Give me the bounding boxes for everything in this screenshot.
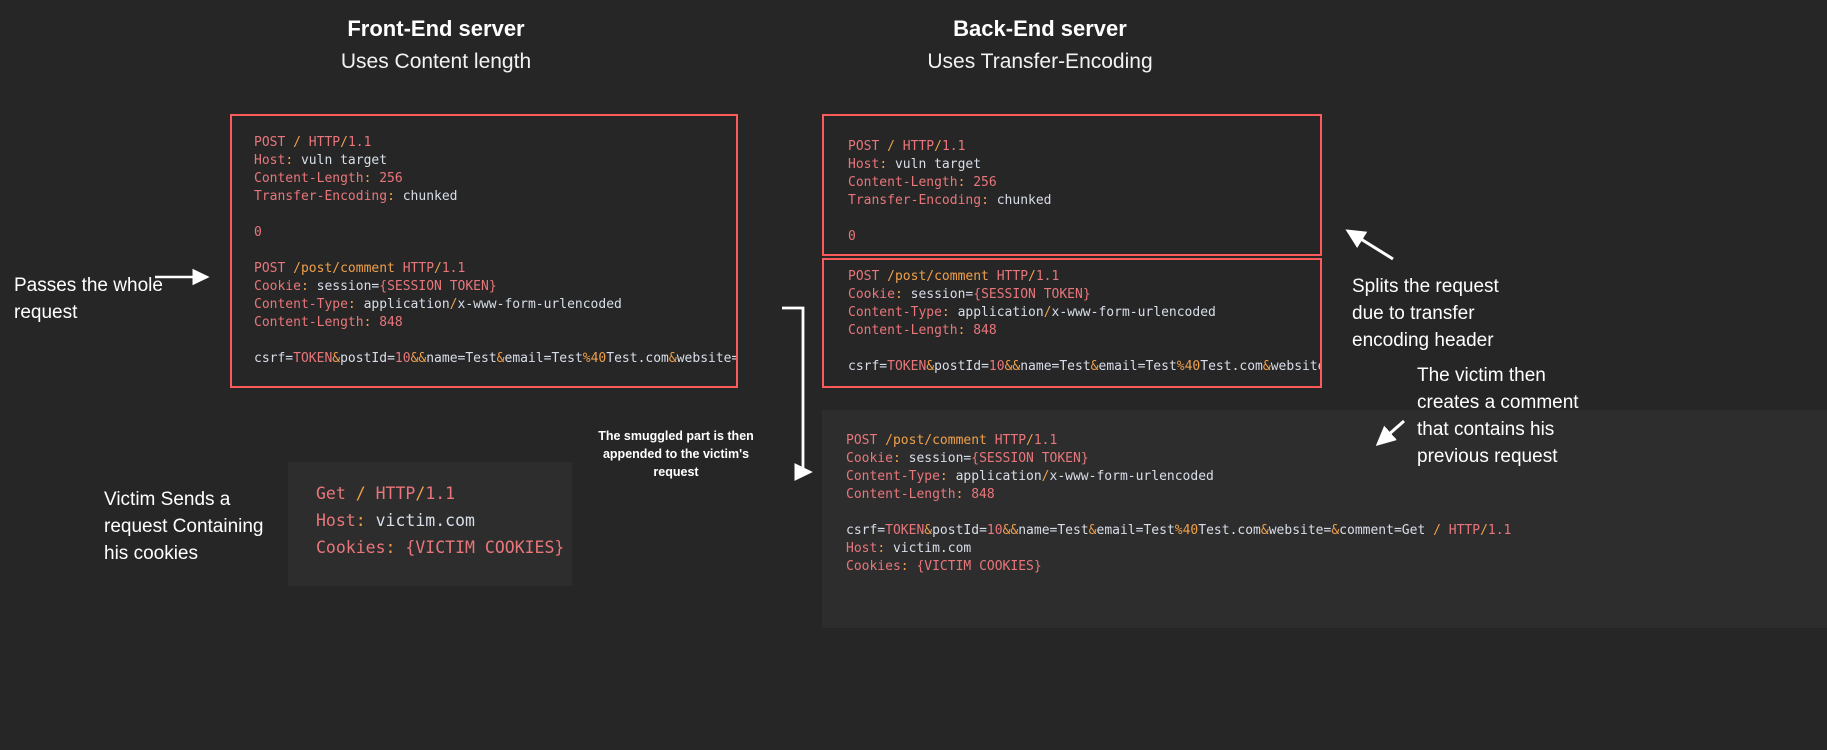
frontend-subtitle: Uses Content length [340,49,532,73]
backend-heading: Back-End server Uses Transfer-Encoding [840,14,1240,76]
arrow-splits-request [1345,229,1394,261]
backend-title: Back-End server [953,16,1127,41]
arrow-smuggled-elbow-stem [782,306,805,474]
backend-subtitle: Uses Transfer-Encoding [927,49,1153,73]
frontend-title: Front-End server [347,16,525,41]
frontend-heading: Front-End server Uses Content length [236,14,636,76]
